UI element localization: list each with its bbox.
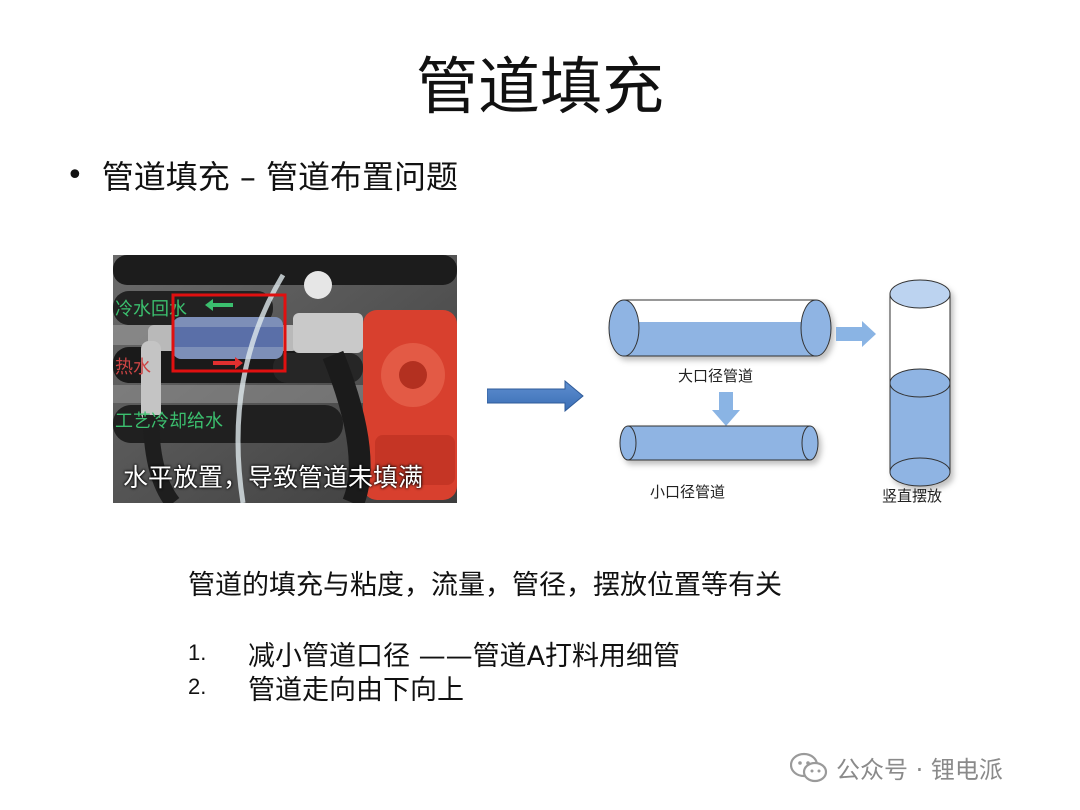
body-statement: 管道的填充与粘度，流量，管径，摆放位置等有关 — [188, 570, 782, 601]
vertical-pipe — [889, 279, 951, 487]
watermark: 公众号 · 锂电派 — [790, 750, 1003, 785]
bullet-heading: • 管道填充 – 管道布置问题 — [66, 152, 458, 198]
large-pipe-label: 大口径管道 — [678, 367, 754, 385]
wechat-icon — [790, 752, 828, 782]
list-item: 1. 减小管道口径 ——管道A打料用细管 — [188, 636, 681, 672]
pipe-photo-illustration: 冷水回水 热水 工艺冷却给水 — [113, 255, 457, 503]
pipe-diagram: 大口径管道 小口径管道 竖直摆放 — [600, 270, 980, 520]
numbered-list: 1. 减小管道口径 ——管道A打料用细管 2. 管道走向由下向上 — [188, 636, 681, 706]
photo-caption: 水平放置，导致管道未填满 — [123, 463, 424, 492]
list-text: 减小管道口径 ——管道A打料用细管 — [248, 640, 681, 672]
small-pipe — [619, 425, 819, 461]
highlight-box — [171, 293, 287, 373]
arrow-right-icon — [836, 321, 876, 347]
photo-label-hot: 热水 — [115, 357, 151, 378]
large-pipe — [608, 299, 832, 357]
vertical-pipe-label: 竖直摆放 — [882, 487, 943, 505]
photo-label-feed: 工艺冷却给水 — [115, 411, 223, 432]
list-text: 管道走向由下向上 — [248, 674, 464, 706]
bullet-text: 管道填充 – 管道布置问题 — [101, 158, 459, 196]
list-number: 1. — [188, 640, 207, 665]
list-number: 2. — [188, 674, 207, 699]
list-item: 2. 管道走向由下向上 — [188, 670, 680, 706]
bullet-dot: • — [66, 157, 84, 193]
small-pipe-label: 小口径管道 — [650, 483, 726, 501]
photo-label-cold-return: 冷水回水 — [115, 299, 187, 320]
watermark-text: 公众号 · 锂电派 — [836, 756, 1003, 784]
right-arrow-icon — [487, 380, 584, 412]
slide-title: 管道填充 — [415, 50, 664, 123]
pipe-diagram-shapes — [608, 279, 951, 487]
arrow-down-icon — [712, 392, 740, 426]
pipe-photo: 冷水回水 热水 工艺冷却给水 水平放置，导致管道未填满 — [113, 255, 457, 503]
